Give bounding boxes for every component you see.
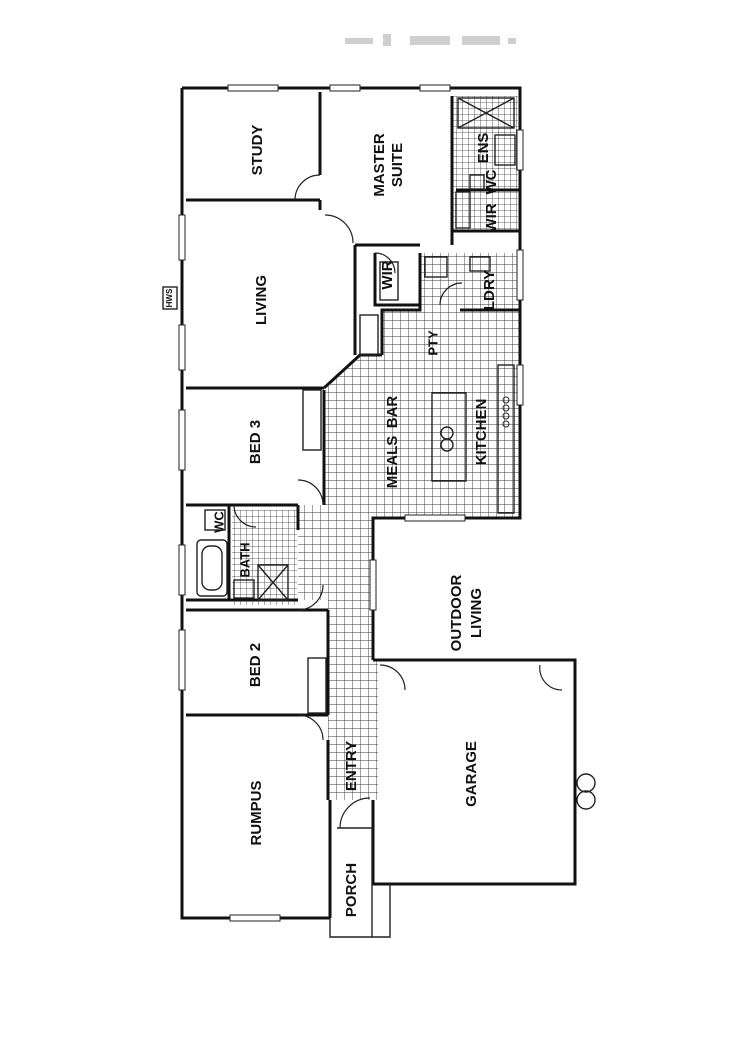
label-ens: ENS	[475, 133, 492, 164]
label-ldry: LDRY	[481, 270, 498, 310]
label-bath: BATH	[237, 542, 252, 577]
label-meals: MEALS	[384, 436, 401, 489]
label-bed3: BED 3	[247, 420, 264, 464]
label-study: STUDY	[249, 125, 266, 176]
label-kitchen: KITCHEN	[473, 399, 490, 466]
scan-header-marks	[345, 34, 516, 46]
label-entry: ENTRY	[343, 741, 360, 791]
label-wir-hall: WIR	[379, 260, 396, 289]
label-outdoor: OUTDOOR	[448, 575, 465, 652]
hws-unit: HWS	[162, 286, 178, 310]
room-labels: STUDY MASTER SUITE ENS WC WIR WIR LDRY L…	[211, 125, 500, 918]
hws-label: HWS	[165, 288, 174, 307]
windows	[178, 84, 524, 922]
label-bar: BAR	[384, 396, 401, 429]
label-pty: PTY	[425, 330, 440, 356]
label-living: LIVING	[253, 275, 270, 325]
label-suite: SUITE	[389, 143, 406, 187]
label-wc-ensuite: WC	[483, 169, 500, 194]
doors	[233, 174, 563, 829]
label-outdoor-living: LIVING	[468, 588, 485, 638]
label-wc-bath: WC	[211, 511, 226, 533]
label-garage: GARAGE	[463, 741, 480, 807]
label-master: MASTER	[371, 133, 388, 197]
label-porch: PORCH	[343, 863, 360, 917]
label-bed2: BED 2	[247, 643, 264, 687]
label-rumpus: RUMPUS	[248, 780, 265, 845]
label-wir-ensuite: WIR	[483, 203, 500, 232]
